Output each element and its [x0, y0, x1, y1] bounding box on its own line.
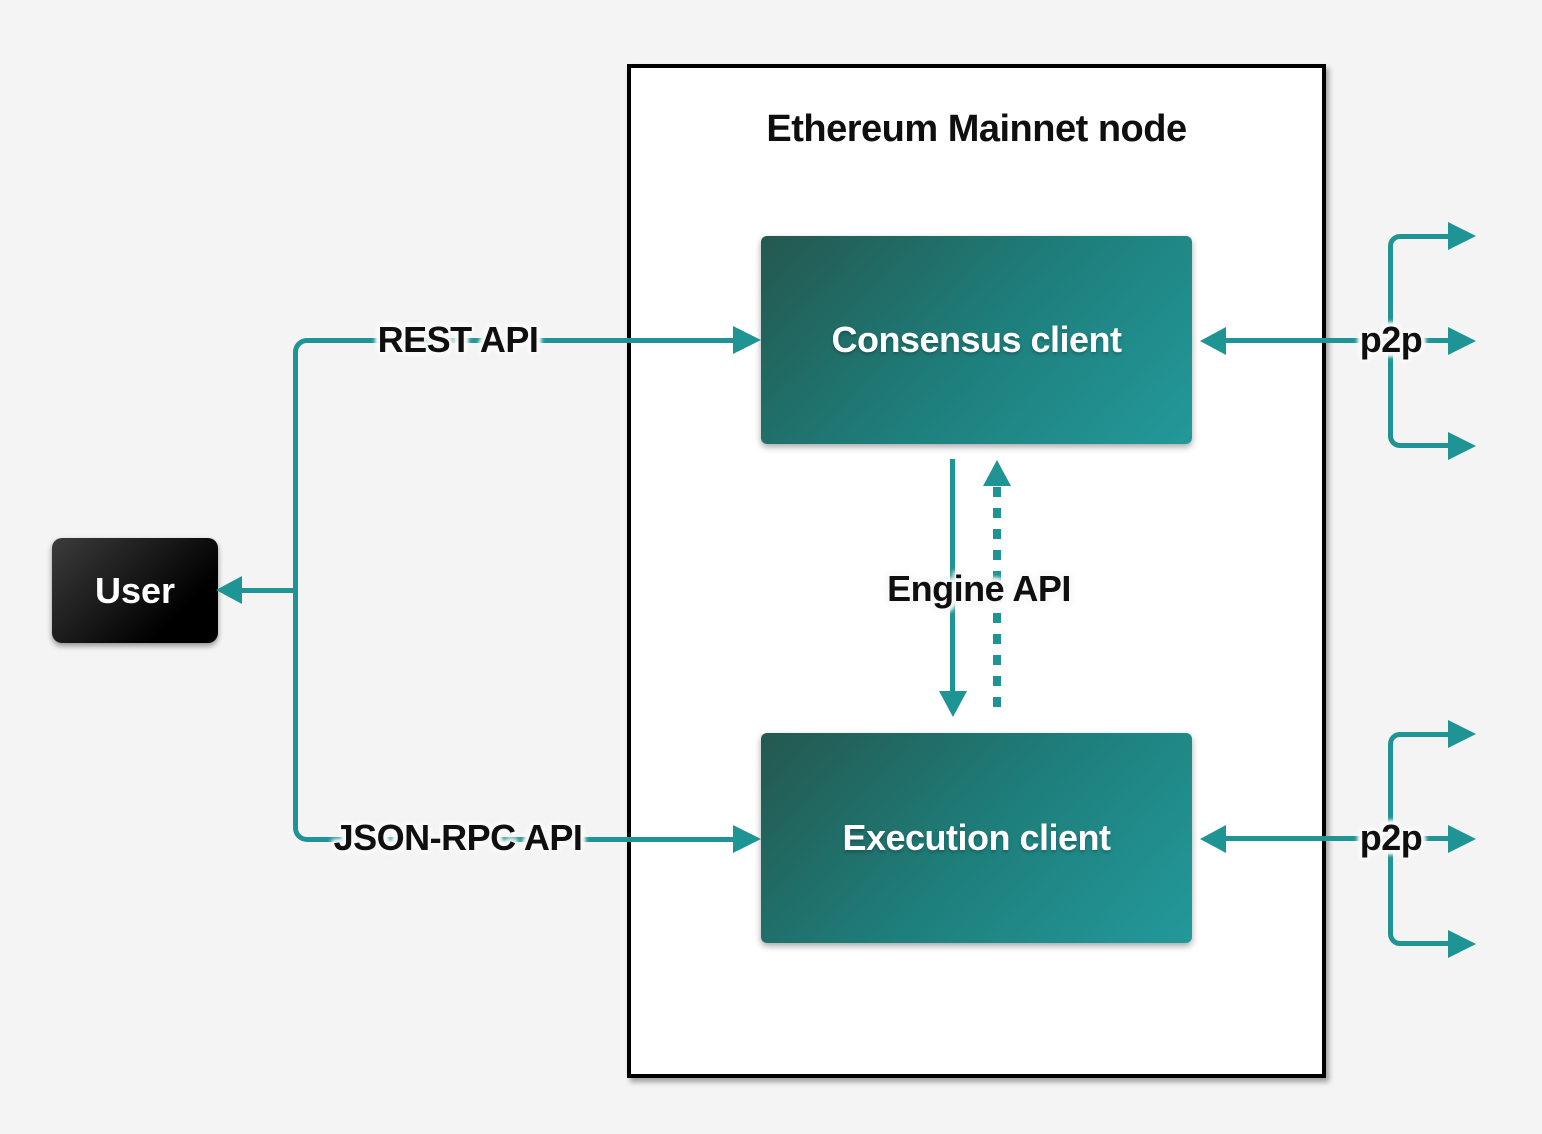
json-rpc-api-label: JSON-RPC API [333, 817, 583, 858]
consensus-client-box: Consensus client [761, 236, 1192, 444]
p2p-consensus-label: p2p [1359, 319, 1423, 360]
p2p-consensus-branch-arrowhead-icon [1448, 327, 1476, 355]
p2p-execution-branch-connector [1388, 732, 1448, 946]
engine-api-down-arrowhead-icon [939, 691, 967, 717]
p2p-execution-line [1226, 836, 1448, 841]
p2p-execution-branch-arrowhead-icon [1448, 825, 1476, 853]
mainnet-node-title: Ethereum Mainnet node [766, 108, 1187, 150]
p2p-execution-branch-arrowhead-icon [1448, 720, 1476, 748]
p2p-consensus-branch-connector [1388, 234, 1448, 448]
p2p-consensus-line [1226, 338, 1448, 343]
p2p-consensus-arrowhead-icon [1200, 327, 1226, 355]
rest-api-label: REST API [377, 319, 539, 360]
p2p-consensus-branch-arrowhead-icon [1448, 432, 1476, 460]
user-arrow-line [240, 588, 296, 593]
engine-api-up-dashed-line [993, 487, 1001, 714]
p2p-execution-arrowhead-icon [1200, 825, 1226, 853]
user-box: User [52, 538, 218, 643]
execution-client-label: Execution client [842, 817, 1111, 858]
rest-api-arrowhead-icon [733, 326, 761, 354]
execution-client-box: Execution client [761, 733, 1192, 943]
engine-api-label: Engine API [887, 568, 1071, 609]
engine-api-up-arrowhead-icon [983, 460, 1011, 486]
user-box-label: User [94, 569, 176, 611]
p2p-execution-label: p2p [1359, 817, 1423, 858]
consensus-client-label: Consensus client [831, 319, 1122, 360]
user-arrowhead-icon [216, 576, 242, 604]
engine-api-down-line [950, 459, 955, 693]
json-rpc-arrowhead-icon [733, 825, 761, 853]
user-api-connector [293, 338, 735, 842]
p2p-execution-branch-arrowhead-icon [1448, 930, 1476, 958]
p2p-consensus-branch-arrowhead-icon [1448, 222, 1476, 250]
